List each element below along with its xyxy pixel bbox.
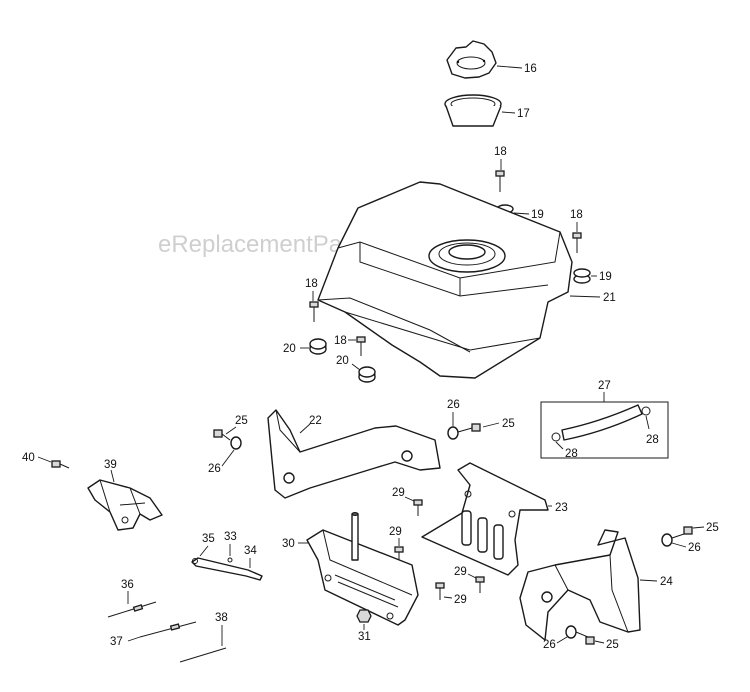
callout-26-d: 26: [543, 639, 556, 651]
callout-37: 37: [110, 636, 123, 648]
callout-17: 17: [517, 108, 530, 120]
callout-29-a: 29: [392, 487, 405, 499]
cable-part-38: [179, 647, 227, 663]
callout-29-c: 29: [454, 566, 467, 578]
screw-part-top: [495, 170, 505, 192]
callout-31: 31: [358, 631, 371, 643]
fuel-hose-part: [540, 401, 669, 459]
screw-part-right: [572, 232, 582, 253]
callout-26-b: 26: [447, 399, 460, 411]
heat-shield-part: [519, 529, 641, 641]
callout-18-top: 18: [494, 146, 507, 158]
callout-28-right: 28: [646, 434, 659, 446]
callout-20-a: 20: [283, 343, 296, 355]
cable-part-37: [139, 621, 197, 638]
mounting-plate-part: [306, 512, 419, 626]
bolt-part-22: [213, 429, 242, 450]
callout-25-c: 25: [706, 522, 719, 534]
callout-21: 21: [603, 292, 616, 304]
callout-29-b: 29: [389, 526, 402, 538]
callout-18-left: 18: [305, 278, 318, 290]
screw-29-d: [435, 582, 445, 600]
screw-29-a: [413, 499, 423, 516]
callout-23: 23: [555, 502, 568, 514]
callout-30: 30: [282, 538, 295, 550]
screw-part-center: [356, 336, 366, 356]
callout-19-a: 19: [531, 209, 544, 221]
callout-20-b: 20: [336, 355, 349, 367]
callout-26-a: 26: [208, 463, 221, 475]
callout-35: 35: [202, 533, 215, 545]
callout-25-a: 25: [235, 415, 248, 427]
callout-34: 34: [244, 545, 257, 557]
callout-38: 38: [215, 612, 228, 624]
callout-18-center: 18: [334, 335, 347, 347]
callout-19-b: 19: [599, 271, 612, 283]
callout-33: 33: [224, 531, 237, 543]
callout-16: 16: [524, 63, 537, 75]
nut-part: [356, 609, 372, 623]
callout-25-d: 25: [606, 639, 619, 651]
screw-part-left: [309, 301, 319, 322]
callout-22: 22: [309, 415, 322, 427]
throttle-linkage-part: [191, 557, 263, 581]
heat-shield-bracket-part: [421, 462, 549, 576]
bolt-part-40: [51, 460, 70, 469]
screw-29-c: [475, 576, 485, 593]
tank-bracket-part: [267, 409, 441, 499]
bolt-part-24-upper: [661, 526, 693, 547]
bolt-part-24-lower: [565, 625, 595, 645]
fuel-strainer-part: [444, 94, 502, 127]
fuel-cap-part: [446, 40, 497, 79]
callout-18-right: 18: [570, 209, 583, 221]
spacer-part-b: [358, 366, 376, 383]
fuel-tank-part: [317, 181, 573, 379]
callout-36: 36: [121, 579, 134, 591]
callout-40: 40: [22, 452, 35, 464]
callout-27: 27: [598, 380, 611, 392]
callout-25-b: 25: [502, 418, 515, 430]
grommet-part-b: [573, 268, 591, 284]
bolt-part-tank: [447, 423, 481, 440]
callout-29-d: 29: [454, 594, 467, 606]
callout-24: 24: [660, 576, 673, 588]
callout-28-left: 28: [565, 448, 578, 460]
callout-26-c: 26: [688, 542, 701, 554]
spacer-part-a: [309, 338, 327, 355]
control-bracket-part: [87, 479, 163, 531]
callout-39: 39: [104, 459, 117, 471]
cable-part-36: [107, 601, 157, 618]
